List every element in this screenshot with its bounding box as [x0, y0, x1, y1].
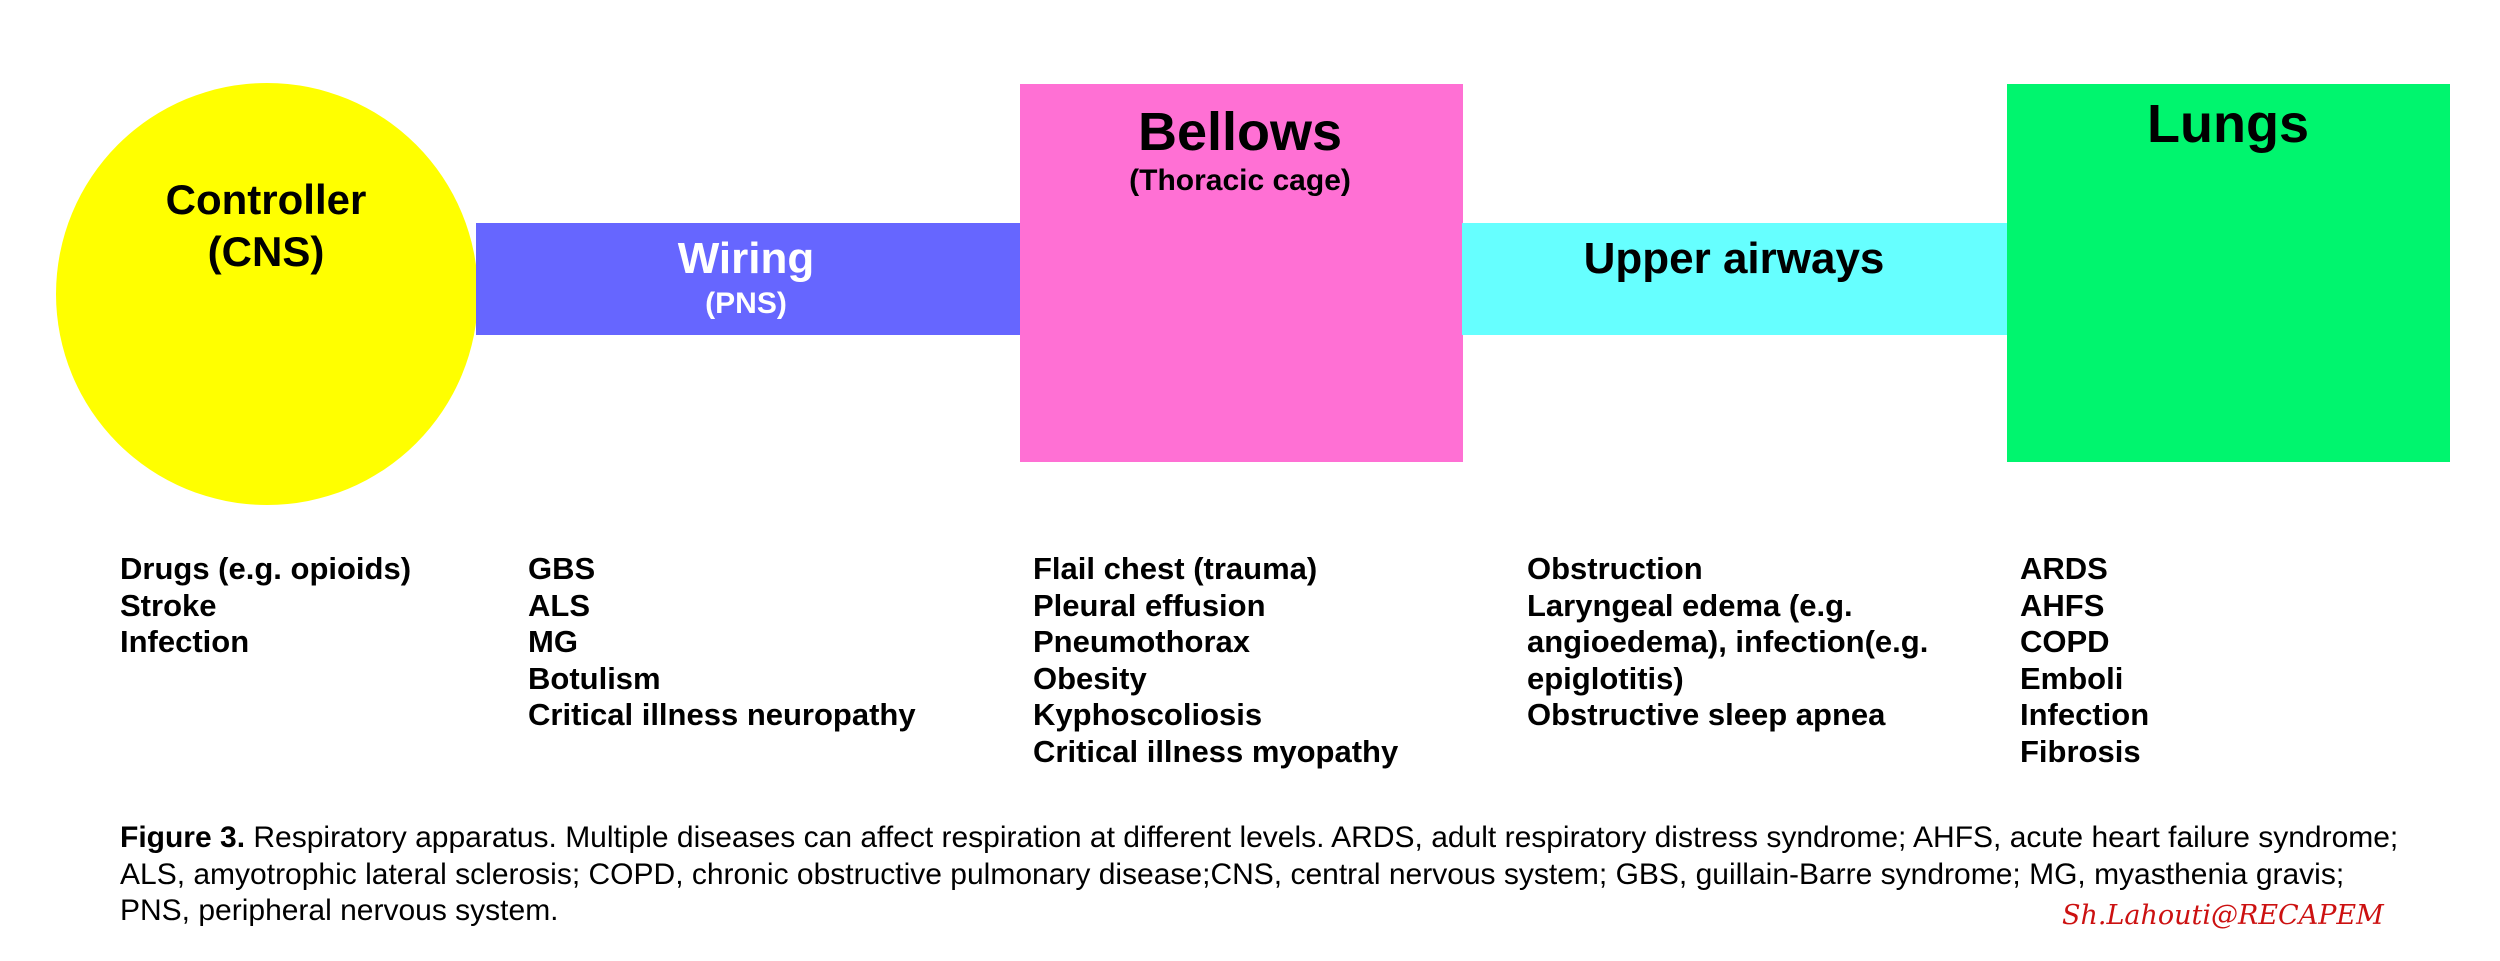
list-item: Pneumothorax [1033, 624, 1251, 660]
list-item: COPD [2020, 624, 2110, 660]
list-item: ARDS [2020, 551, 2108, 586]
wiring-bar [476, 223, 1022, 335]
bellows-title: Bellows [1137, 102, 1343, 162]
controller-disease-list: Drugs (e.g. opioids) Stroke Infection [120, 551, 411, 661]
wiring-title: Wiring [677, 234, 815, 283]
wiring-disease-list: GBS ALS MG Botulism Critical illness neu… [528, 551, 916, 734]
controller-subtitle: (CNS) [207, 228, 325, 275]
list-item: Critical illness neuropathy [528, 697, 916, 733]
list-item: Infection [120, 624, 250, 660]
list-item: GBS [528, 551, 596, 586]
list-item: Stroke [120, 587, 217, 623]
controller-circle [56, 83, 478, 505]
wiring-subtitle: (PNS) [705, 287, 787, 320]
list-item: Laryngeal edema (e.g. angioedema), infec… [1527, 587, 1929, 696]
list-item: Flail chest (trauma) [1033, 551, 1318, 586]
upper-airways-disease-list: Obstruction Laryngeal edema (e.g. angioe… [1527, 551, 1967, 734]
list-item: Pleural effusion [1033, 587, 1266, 623]
figure-caption: Figure 3. Respiratory apparatus. Multipl… [120, 820, 2410, 930]
list-item: Infection [2020, 697, 2150, 733]
list-item: Drugs (e.g. opioids) [120, 551, 412, 586]
bellows-disease-list: Flail chest (trauma) Pleural effusion Pn… [1033, 551, 1398, 771]
figure-label: Figure 3. [120, 821, 246, 854]
lungs-box [2007, 84, 2450, 462]
list-item: Obesity [1033, 660, 1147, 696]
bellows-box [1020, 84, 1463, 462]
list-item: Obstructive sleep apnea [1527, 697, 1886, 733]
figure-caption-text: Respiratory apparatus. Multiple diseases… [120, 821, 2399, 928]
lungs-title: Lungs [2147, 94, 2309, 154]
list-item: Obstruction [1527, 551, 1703, 586]
controller-title: Controller [165, 176, 367, 223]
list-item: MG [528, 624, 578, 660]
list-item: Critical illness myopathy [1033, 733, 1399, 769]
list-item: Emboli [2020, 660, 2124, 696]
list-item: Kyphoscoliosis [1033, 697, 1263, 733]
list-item: Fibrosis [2020, 733, 2141, 769]
bellows-subtitle: (Thoracic cage) [1129, 164, 1351, 197]
upper-airways-bar [1462, 223, 2008, 335]
author-signature: Sh.Lahouti@RECAPEM [2062, 900, 2384, 931]
list-item: AHFS [2020, 587, 2105, 623]
list-item: ALS [528, 587, 590, 623]
upper-airways-title: Upper airways [1583, 234, 1885, 283]
list-item: Botulism [528, 660, 661, 696]
lungs-disease-list: ARDS AHFS COPD Emboli Infection Fibrosis [2020, 551, 2149, 771]
